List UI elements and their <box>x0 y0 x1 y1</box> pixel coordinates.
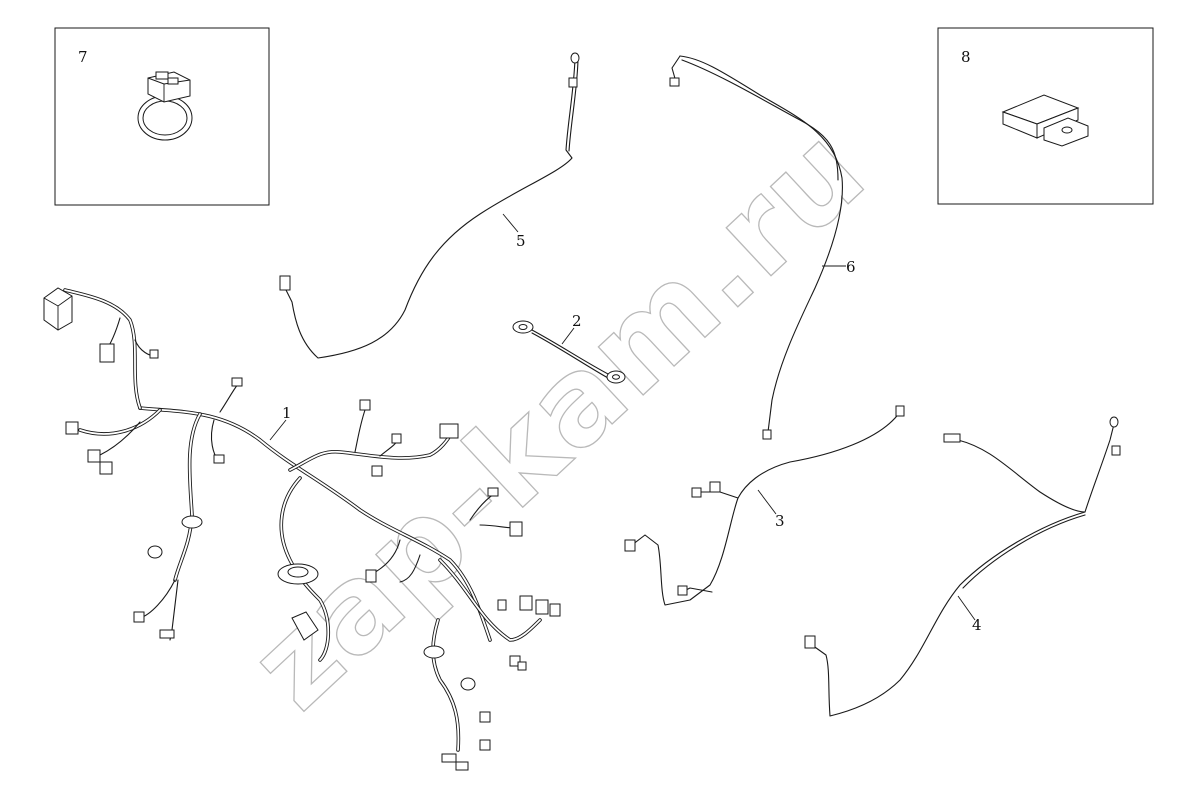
detail-box-7: 7 <box>54 27 270 206</box>
wire-clip-part <box>137 71 193 141</box>
callout-8: 8 <box>961 48 971 66</box>
detail-box-8: 8 <box>937 27 1154 205</box>
callout-2: 2 <box>572 312 582 330</box>
watermark: zap-kam.ru <box>225 101 892 736</box>
harness-5: 5 <box>279 52 580 359</box>
callout-1: 1 <box>282 404 292 422</box>
callout-3: 3 <box>775 512 785 530</box>
callout-4: 4 <box>972 616 982 634</box>
callout-7: 7 <box>78 48 88 66</box>
relay-block-part <box>1001 94 1089 147</box>
harness-3: 3 <box>624 405 905 606</box>
callout-6: 6 <box>846 258 856 276</box>
harness-6: 6 <box>669 55 856 440</box>
main-harness-1: 1 <box>43 287 561 771</box>
ground-strap-2: 2 <box>512 312 626 384</box>
callout-5: 5 <box>516 232 526 250</box>
harness-4: 4 <box>804 416 1121 717</box>
